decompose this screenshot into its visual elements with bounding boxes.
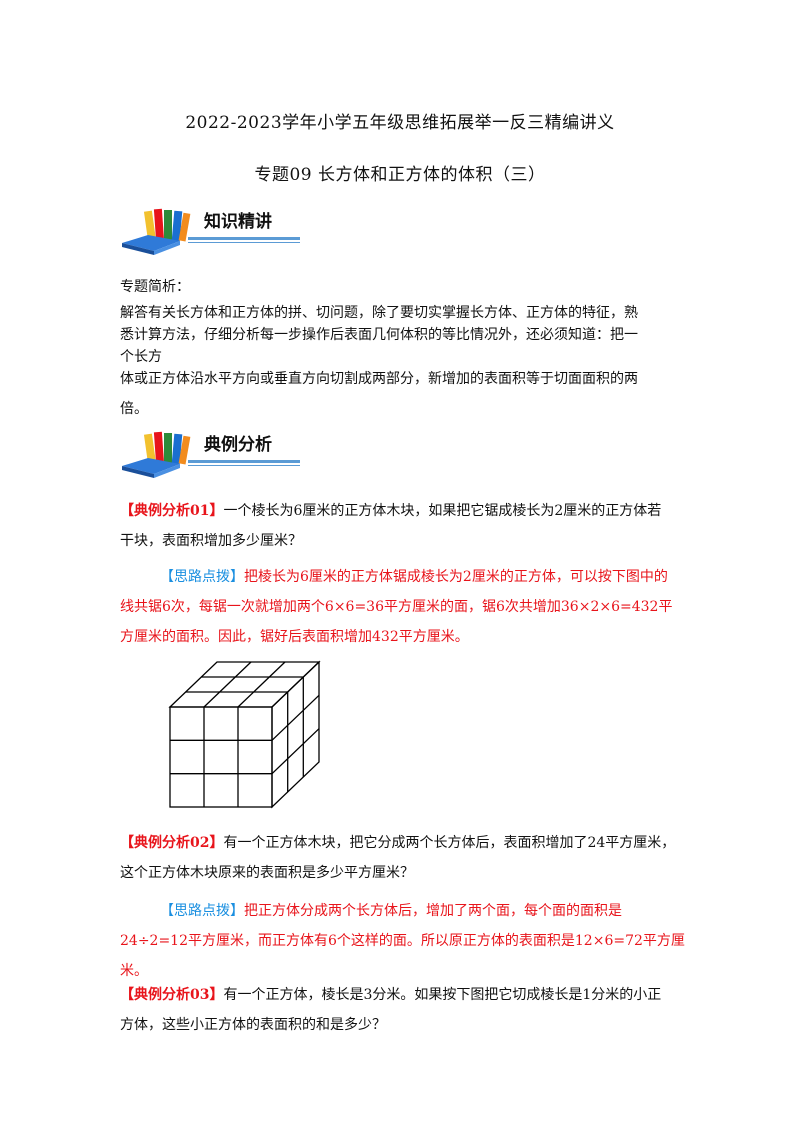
intro-line-5: 倍。 [120,401,148,417]
example-1: 【典例分析01】一个棱长为6厘米的正方体木块，如果把它锯成棱长为2厘米的正方体若… [120,496,685,652]
section-heading-text: 知识精讲 [204,212,272,232]
section-heading-knowledge: 知识精讲 [118,205,303,257]
example-1-hint-l1: 把棱长为6厘米的正方体锯成棱长为2厘米的正方体，可以按下图中的 [244,569,668,585]
example-2-question-l1: 有一个正方体木块，把它分成两个长方体后，表面积增加了24平方厘米， [223,835,676,851]
example-1-question-l2: 干块，表面积增加多少厘米？ [120,533,302,549]
example-3-question-l2: 方体，这些小正方体的表面积的和是多少？ [120,1017,386,1033]
example-1-hint-l3: 方厘米的面积。因此，锯好后表面积增加432平方厘米。 [120,629,469,645]
example-2-tag: 【典例分析02】 [120,835,224,851]
heading-rule-thin [188,465,300,466]
example-2-hint-tag: 【思路点拨】 [160,903,244,919]
section-heading-examples: 典例分析 [118,428,303,480]
example-1-question-l1: 一个棱长为6厘米的正方体木块，如果把它锯成棱长为2厘米的正方体若 [223,503,662,519]
heading-rule [188,237,300,240]
intro-line-4: 体或正方体沿水平方向或垂直方向切割成两部分，新增加的表面积等于切面面积的两 [120,371,638,387]
example-2-question-l2: 这个正方体木块原来的表面积是多少平方厘米？ [120,865,414,881]
cube-grid-diagram [168,660,321,809]
intro-paragraph: 解答有关长方体和正方体的拼、切问题，除了要切实掌握长方体、正方体的特征，熟 悉计… [120,302,685,420]
intro-line-2: 悉计算方法，仔细分析每一步操作后表面几何体积的等比情况外，还必须知道：把一 [120,327,638,343]
example-1-hint-tag: 【思路点拨】 [160,569,244,585]
example-2-hint-l1: 把正方体分成两个长方体后，增加了两个面，每个面的面积是 [244,903,622,919]
example-2-hint-l2: 24÷2=12平方厘米，而正方体有6个这样的面。所以原正方体的表面积是12×6=… [120,933,685,949]
document-subtitle: 专题09 长方体和正方体的体积（三） [254,165,546,185]
section-heading-text: 典例分析 [204,435,272,455]
books-icon [122,208,191,255]
example-1-tag: 【典例分析01】 [120,503,224,519]
example-2: 【典例分析02】有一个正方体木块，把它分成两个长方体后，表面积增加了24平方厘米… [120,828,685,986]
document-title: 2022-2023学年小学五年级思维拓展举一反三精编讲义 [185,113,615,133]
intro-line-3: 个长方 [120,349,162,365]
example-3: 【典例分析03】有一个正方体，棱长是3分米。如果按下图把它切成棱长是1分米的小正… [120,980,685,1040]
example-3-question-l1: 有一个正方体，棱长是3分米。如果按下图把它切成棱长是1分米的小正 [223,987,662,1003]
example-3-tag: 【典例分析03】 [120,987,224,1003]
books-icon [122,431,191,478]
intro-label: 专题简析： [120,279,190,295]
example-1-hint-l2: 线共锯6次，每锯一次就增加两个6×6=36平方厘米的面，锯6次共增加36×2×6… [120,599,673,615]
example-2-hint-l3: 米。 [120,963,148,979]
heading-rule [188,460,300,463]
intro-line-1: 解答有关长方体和正方体的拼、切问题，除了要切实掌握长方体、正方体的特征，熟 [120,305,638,321]
heading-rule-thin [188,242,300,243]
